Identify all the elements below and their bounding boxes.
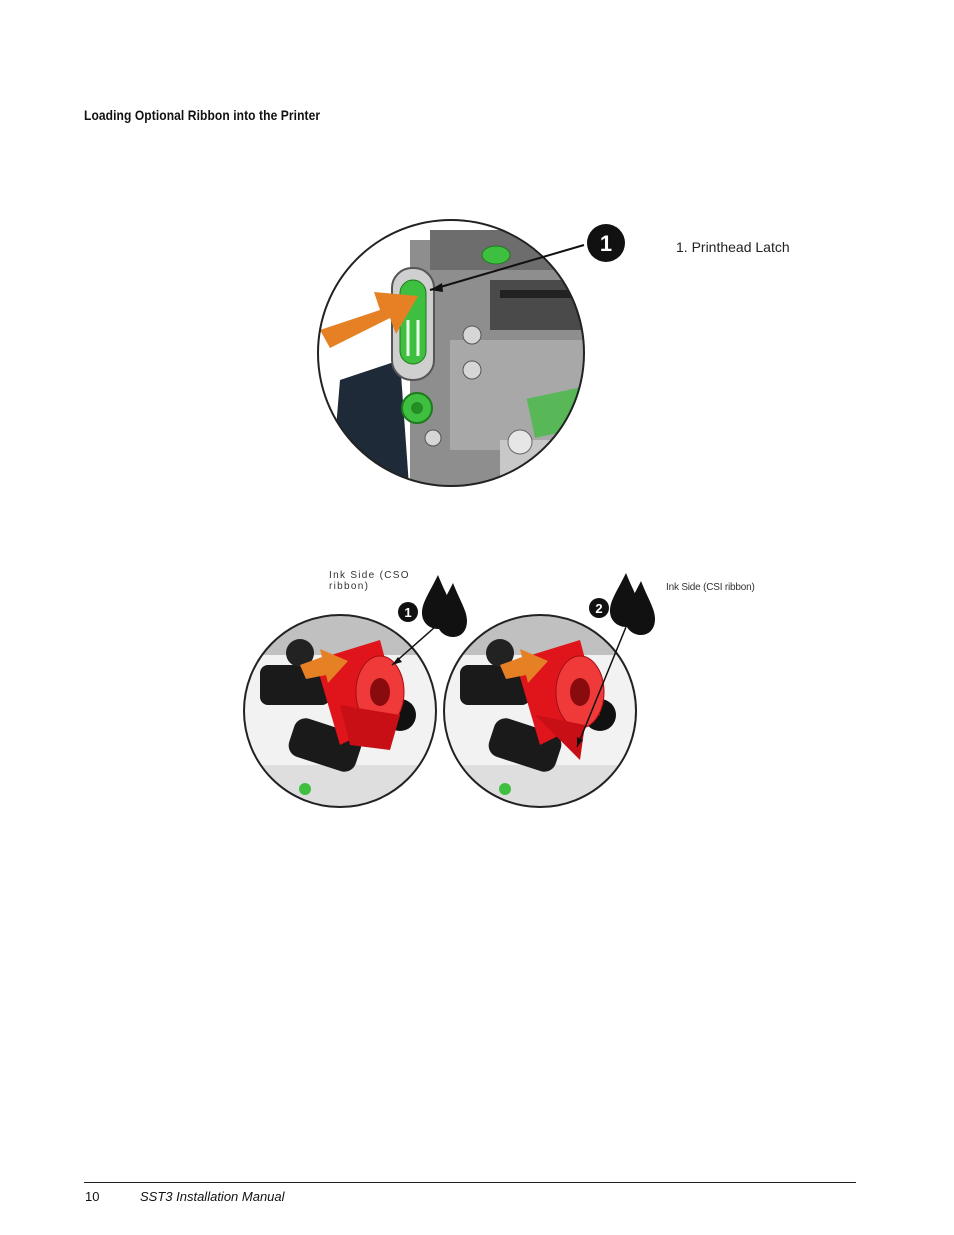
ribbon-cso-illustration <box>243 575 467 808</box>
manual-title: SST3 Installation Manual <box>140 1189 285 1204</box>
page-number: 10 <box>85 1189 100 1204</box>
ink-side-csi-label: Ink Side (CSI ribbon) <box>666 582 755 593</box>
ribbon-csi-illustration <box>443 573 655 808</box>
ink-side-cso-label: Ink Side (CSO ribbon) <box>329 570 410 592</box>
svg-text:1: 1 <box>600 231 612 256</box>
svg-text:2: 2 <box>595 601 602 616</box>
footer-rule <box>84 1182 856 1183</box>
ribbon-csi-callout-badge: 2 <box>589 598 609 618</box>
callout-1-badge: 1 <box>587 224 625 262</box>
printhead-latch-label: 1. Printhead Latch <box>676 239 790 255</box>
printhead-latch-illustration <box>317 219 585 487</box>
svg-text:1: 1 <box>404 605 411 620</box>
ribbon-cso-callout-badge: 1 <box>398 602 418 622</box>
section-title: Loading Optional Ribbon into the Printer <box>84 107 321 123</box>
